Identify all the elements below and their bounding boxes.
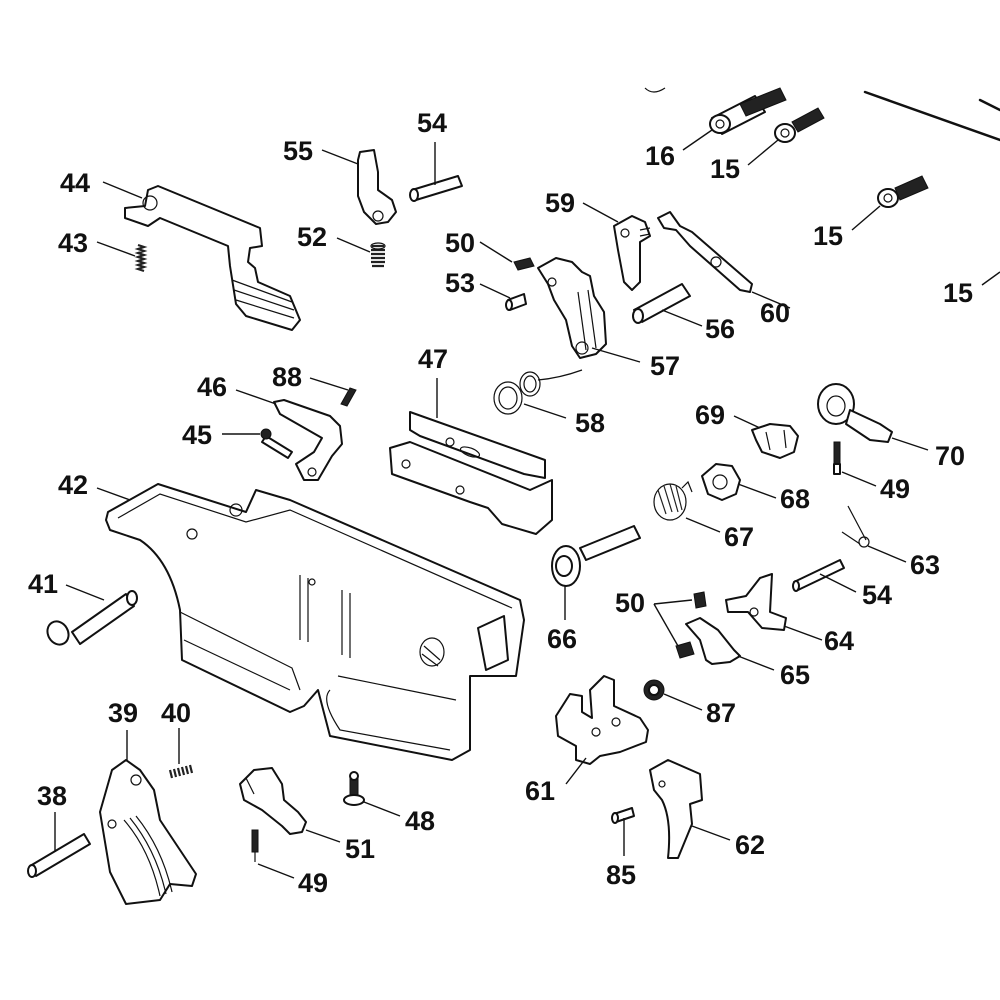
- part-38-pin: 38: [27, 781, 91, 878]
- callout-49a: 49: [880, 474, 910, 504]
- callout-45: 45: [182, 420, 212, 450]
- callout-43: 43: [58, 228, 88, 258]
- part-69-block: 69: [695, 400, 799, 459]
- part-65-catch: 65: [685, 617, 810, 690]
- part-47-housing: 47: [389, 344, 553, 535]
- part-63-spring: 63: [841, 505, 940, 580]
- part-16-screw: 16: [645, 87, 787, 171]
- callout-56: 56: [705, 314, 735, 344]
- callout-66: 66: [547, 624, 577, 654]
- part-48-screw: 48: [343, 771, 435, 836]
- callout-50a: 50: [445, 228, 475, 258]
- part-42-lower-receiver: 42: [58, 470, 525, 761]
- part-51-lever: 51: [239, 767, 375, 864]
- callout-50b: 50: [615, 588, 645, 618]
- part-15a-screw: 15: [710, 107, 825, 184]
- callout-41: 41: [28, 569, 58, 599]
- part-56-pin: 56: [632, 283, 735, 344]
- part-49a-pin: 49: [833, 441, 910, 504]
- callout-42: 42: [58, 470, 88, 500]
- callout-67: 67: [724, 522, 754, 552]
- callout-44: 44: [60, 168, 90, 198]
- part-53-pin: 53: [445, 268, 527, 311]
- callout-15c: 15: [943, 278, 973, 308]
- part-39-magazine-catch: 39: [99, 698, 197, 905]
- callout-87: 87: [706, 698, 736, 728]
- part-41-pin: 41: [28, 569, 138, 646]
- callout-39: 39: [108, 698, 138, 728]
- callout-58: 58: [575, 408, 605, 438]
- callout-85: 85: [606, 860, 636, 890]
- callout-15a: 15: [710, 154, 740, 184]
- part-62-trigger: 62: [649, 759, 765, 860]
- part-54b-pin: 54: [792, 559, 892, 610]
- part-55-lever: 55: [283, 136, 397, 225]
- part-88-pin: 88: [272, 362, 357, 407]
- callout-52: 52: [297, 222, 327, 252]
- callout-70: 70: [935, 441, 965, 471]
- callout-47: 47: [418, 344, 448, 374]
- part-66-axle: 66: [547, 525, 641, 654]
- part-45-pin: 45: [182, 420, 293, 459]
- callout-64: 64: [824, 626, 854, 656]
- part-64-disconnector: 64: [725, 573, 854, 656]
- part-49b-pin: 49: [251, 829, 328, 898]
- part-40-spring: 40: [161, 698, 194, 779]
- part-50a-spring: 50: [445, 228, 535, 271]
- part-57-hammer: 57: [537, 257, 680, 381]
- callout-68: 68: [780, 484, 810, 514]
- part-70-arm: 70: [817, 383, 965, 471]
- part-60-spring-lever: 60: [657, 211, 791, 328]
- part-87-bushing: 87: [643, 679, 736, 728]
- part-15b-screw: 15: [813, 175, 929, 251]
- callout-54b: 54: [862, 580, 892, 610]
- callout-57: 57: [650, 351, 680, 381]
- callout-16: 16: [645, 141, 675, 171]
- callout-69: 69: [695, 400, 725, 430]
- callout-55: 55: [283, 136, 313, 166]
- part-52-spring: 52: [297, 222, 386, 268]
- callout-48: 48: [405, 806, 435, 836]
- part-68-cam: 68: [701, 463, 810, 514]
- part-43-spring: 43: [58, 228, 148, 273]
- callout-61: 61: [525, 776, 555, 806]
- cropped-outline: [644, 87, 1000, 142]
- callout-63: 63: [910, 550, 940, 580]
- callout-51: 51: [345, 834, 375, 864]
- part-50b-springs: 50: [615, 588, 707, 659]
- callout-49b: 49: [298, 868, 328, 898]
- part-54a-pin: 54: [409, 108, 463, 202]
- callout-40: 40: [161, 698, 191, 728]
- callout-62: 62: [735, 830, 765, 860]
- part-85-pin: 85: [606, 807, 636, 890]
- callout-54a: 54: [417, 108, 447, 138]
- part-61-trigger-housing: 61: [525, 675, 649, 806]
- part-67-spring: 67: [653, 480, 754, 552]
- callout-53: 53: [445, 268, 475, 298]
- callout-65: 65: [780, 660, 810, 690]
- callout-38: 38: [37, 781, 67, 811]
- part-46-lever: 46: [197, 372, 343, 481]
- part-44-lever: 44: [60, 168, 301, 331]
- callout-15b: 15: [813, 221, 843, 251]
- part-59-sear: 59: [545, 188, 651, 291]
- callout-88: 88: [272, 362, 302, 392]
- callout-60: 60: [760, 298, 790, 328]
- callout-59: 59: [545, 188, 575, 218]
- part-58-hammer-spring: 58: [493, 369, 605, 438]
- callout-46: 46: [197, 372, 227, 402]
- part-15c-screw: 15: [943, 271, 1000, 308]
